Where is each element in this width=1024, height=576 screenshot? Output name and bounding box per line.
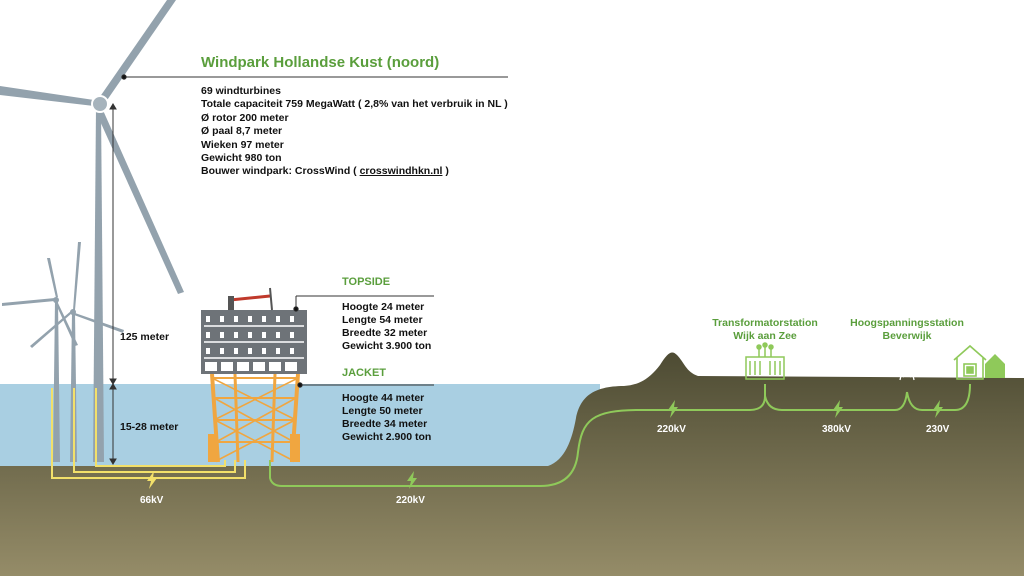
spec-pole: Ø paal 8,7 meter [201,125,283,138]
topside-width: Breedte 32 meter [342,327,428,339]
jacket-specs: Hoogte 44 meter Lengte 50 meter Breedte … [342,392,431,444]
dimension-lines [109,103,117,465]
topside-length: Lengte 54 meter [342,314,423,326]
jacket-structure [208,373,300,463]
page-title: Windpark Hollandse Kust (noord) [201,54,440,71]
topside-specs: Hoogte 24 meter Lengte 54 meter Breedte … [342,301,431,353]
water-depth-label: 15-28 meter [120,421,179,433]
jacket-weight: Gewicht 2.900 ton [342,431,432,443]
jacket-width: Breedte 34 meter [342,418,428,430]
high-voltage-station-place: Beverwijk [882,330,932,342]
jacket-length: Lengte 50 meter [342,405,423,417]
house-icon [953,344,987,380]
transformer-station-name: Transformatorstation [712,317,818,329]
voltage-export-sea: 220kV [396,495,425,506]
voltage-array-cable: 66kV [140,495,164,506]
jacket-height: Hoogte 44 meter [342,392,425,404]
seabed-and-land [0,352,1024,576]
windpark-specs: 69 windturbines Totale capaciteit 759 Me… [201,85,508,179]
spec-blades: Wieken 97 meter [201,138,284,151]
house-icon-small [985,354,1005,378]
transformer-station-place: Wijk aan Zee [733,330,797,342]
builder-suffix: ) [442,165,449,178]
large-turbine-rotor [0,0,184,294]
spec-capacity: Totale capaciteit 759 MegaWatt ( 2,8% va… [201,98,508,111]
builder-prefix: Bouwer windpark: CrossWind ( [201,165,360,178]
high-voltage-station-name: Hoogspanningsstation [850,317,964,329]
small-turbine-2 [30,242,124,462]
large-turbine-tower [93,106,104,462]
topside-heading: TOPSIDE [342,276,391,288]
voltage-export-land: 220kV [657,424,686,435]
pylon-icon [898,344,916,381]
transformer-icon [745,342,785,380]
leader-lines [121,74,508,388]
voltage-consumer: 230V [926,424,950,435]
spec-turbines: 69 windturbines [201,85,281,97]
topside-height: Hoogte 24 meter [342,301,425,313]
array-cables [51,388,246,479]
voltage-grid-high: 380kV [822,424,851,435]
hub-height-label: 125 meter [120,331,170,343]
jacket-heading: JACKET [342,367,387,379]
high-voltage-station-label: Hoogspanningsstation Beverwijk [846,317,968,343]
spec-rotor: Ø rotor 200 meter [201,111,289,124]
builder-link[interactable]: crosswindhkn.nl [359,165,443,178]
topside-weight: Gewicht 3.900 ton [342,340,432,352]
spec-weight: Gewicht 980 ton [201,152,282,165]
transformer-station-label: Transformatorstation Wijk aan Zee [704,317,826,343]
topside-platform [201,287,307,374]
spec-builder: Bouwer windpark: CrossWind ( crosswindhk… [201,165,508,178]
